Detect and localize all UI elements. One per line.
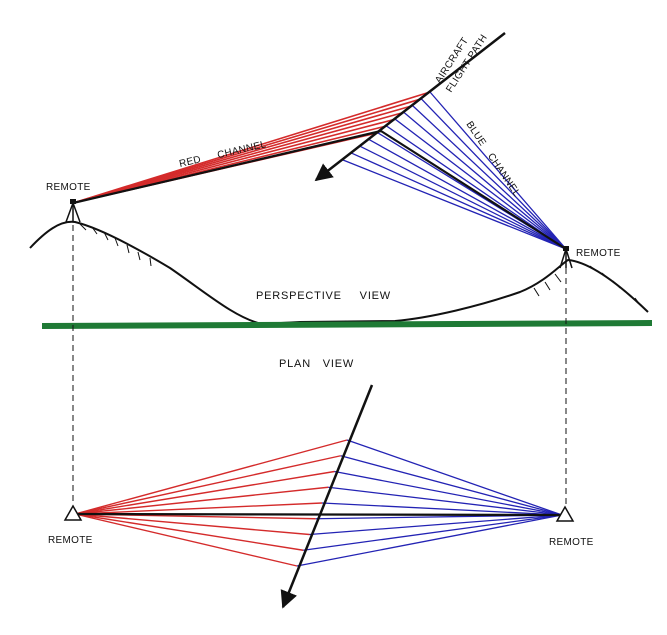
plan-red-ray [74, 513, 304, 551]
flight-path-plan [280, 384, 374, 609]
perspective-blue-ray [403, 111, 567, 250]
terrain-hatch [79, 223, 87, 231]
label-perspective-view: PERSPECTIVE VIEW [256, 290, 391, 302]
terrain-hatch [554, 273, 562, 283]
label-remote-bottom-right: REMOTE [549, 537, 594, 548]
terrain-hatch [91, 226, 98, 235]
terrain-hatch [612, 280, 621, 289]
remote-station-left-marker [63, 504, 83, 521]
perspective-blue-ray [412, 105, 567, 250]
terrain-hatching [79, 223, 642, 307]
terrain-hatch [114, 237, 119, 247]
plan-blue-ray [328, 486, 563, 516]
plan-blue-ray [321, 502, 563, 516]
terrain-hatch [103, 231, 109, 241]
ground-line [41, 320, 653, 329]
label-remote-top-left: REMOTE [46, 182, 91, 193]
terrain-hatch [623, 289, 632, 298]
plan-baseline [74, 512, 563, 517]
label-remote-bottom-left: REMOTE [48, 535, 93, 546]
plan-blue-ray [340, 455, 563, 516]
terrain-hatch [634, 297, 642, 307]
perspective-blue-ray [420, 98, 567, 250]
perspective-blue-ray [351, 152, 567, 250]
plan-blue-ray [309, 514, 563, 536]
plan-blue-rays [296, 439, 563, 567]
remote-station-right-tripod [559, 246, 573, 269]
perspective-blue-ray [394, 118, 567, 250]
plan-red-ray [74, 513, 310, 536]
perspective-blue-ray [429, 91, 567, 250]
plan-red-ray [74, 439, 348, 515]
terrain-hatch [601, 272, 610, 280]
plan-red-ray [74, 513, 298, 567]
terrain-hatch [149, 257, 152, 267]
plan-red-ray [74, 502, 323, 515]
remote-station-right-marker [555, 505, 575, 522]
perspective-blue-ray [342, 159, 567, 250]
plan-blue-ray [346, 439, 563, 516]
plan-blue-ray [334, 470, 563, 516]
perspective-center-ray-left [72, 129, 382, 205]
plan-red-ray [74, 455, 341, 515]
label-remote-top-right: REMOTE [576, 248, 621, 259]
perspective-center-ray-right [380, 130, 567, 250]
remote-station-left-tripod [65, 199, 81, 223]
label-red-channel: RED CHANNEL [178, 139, 267, 170]
perspective-blue-ray [386, 125, 567, 250]
flight-path-perspective [314, 32, 506, 182]
terrain-hatch [533, 287, 540, 297]
plan-blue-ray [296, 514, 563, 567]
terrain-hatch [589, 265, 598, 272]
plan-red-ray [74, 486, 329, 515]
terrain-hatch [126, 244, 130, 254]
plan-blue-ray [303, 514, 563, 551]
plan-red-ray [74, 470, 335, 515]
perspective-blue-ray [360, 145, 567, 250]
terrain-hatch [544, 281, 551, 291]
perspective-blue-ray [368, 139, 567, 250]
label-plan-view: PLAN VIEW [279, 358, 354, 370]
terrain-hatch [137, 251, 141, 261]
